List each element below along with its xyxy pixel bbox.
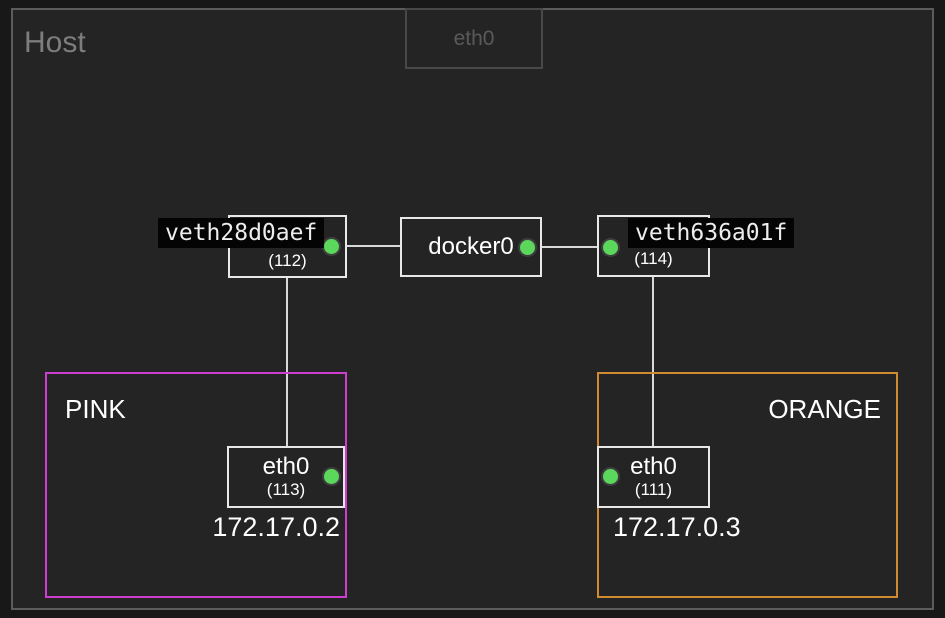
connection-line-bridge-vethright	[542, 246, 597, 248]
docker0-label: docker0	[428, 233, 514, 260]
container-pink-eth0-index: (113)	[266, 480, 306, 499]
connection-line-vethright-orange	[652, 277, 654, 447]
veth-left-index: (112)	[268, 251, 307, 270]
status-dot-icon	[324, 469, 339, 484]
container-orange-eth0-index: (111)	[634, 480, 673, 499]
host-label: Host	[24, 26, 86, 59]
container-pink-ip: 172.17.0.2	[212, 512, 340, 542]
status-dot-icon	[603, 469, 618, 484]
connection-line-vethleft-bridge	[347, 245, 400, 247]
host-box	[11, 8, 934, 610]
status-dot-icon	[520, 240, 535, 255]
container-orange-box: ORANGE eth0 (111) 172.17.0.3	[597, 372, 898, 598]
veth-left-name-chip: veth28d0aef	[158, 218, 325, 248]
status-dot-icon	[603, 240, 618, 255]
veth-right-name-chip: veth636a01f	[628, 218, 795, 248]
container-orange-eth0-box: eth0 (111)	[597, 446, 710, 508]
host-eth0-label: eth0	[453, 26, 495, 50]
container-orange-label: ORANGE	[768, 394, 881, 424]
docker0-bridge-box: docker0	[400, 217, 542, 277]
connection-line-vethleft-pink	[286, 278, 288, 447]
container-orange-ip: 172.17.0.3	[613, 512, 741, 542]
host-eth0-box: eth0	[405, 8, 543, 69]
container-pink-eth0-box: eth0 (113)	[227, 446, 345, 508]
container-pink-label: PINK	[65, 394, 126, 424]
container-orange-eth0-label: eth0	[630, 453, 677, 480]
container-pink-eth0-label: eth0	[262, 453, 310, 480]
veth-right-index: (114)	[634, 249, 673, 268]
container-pink-box: PINK eth0 (113) 172.17.0.2	[45, 372, 347, 598]
status-dot-icon	[324, 239, 339, 254]
